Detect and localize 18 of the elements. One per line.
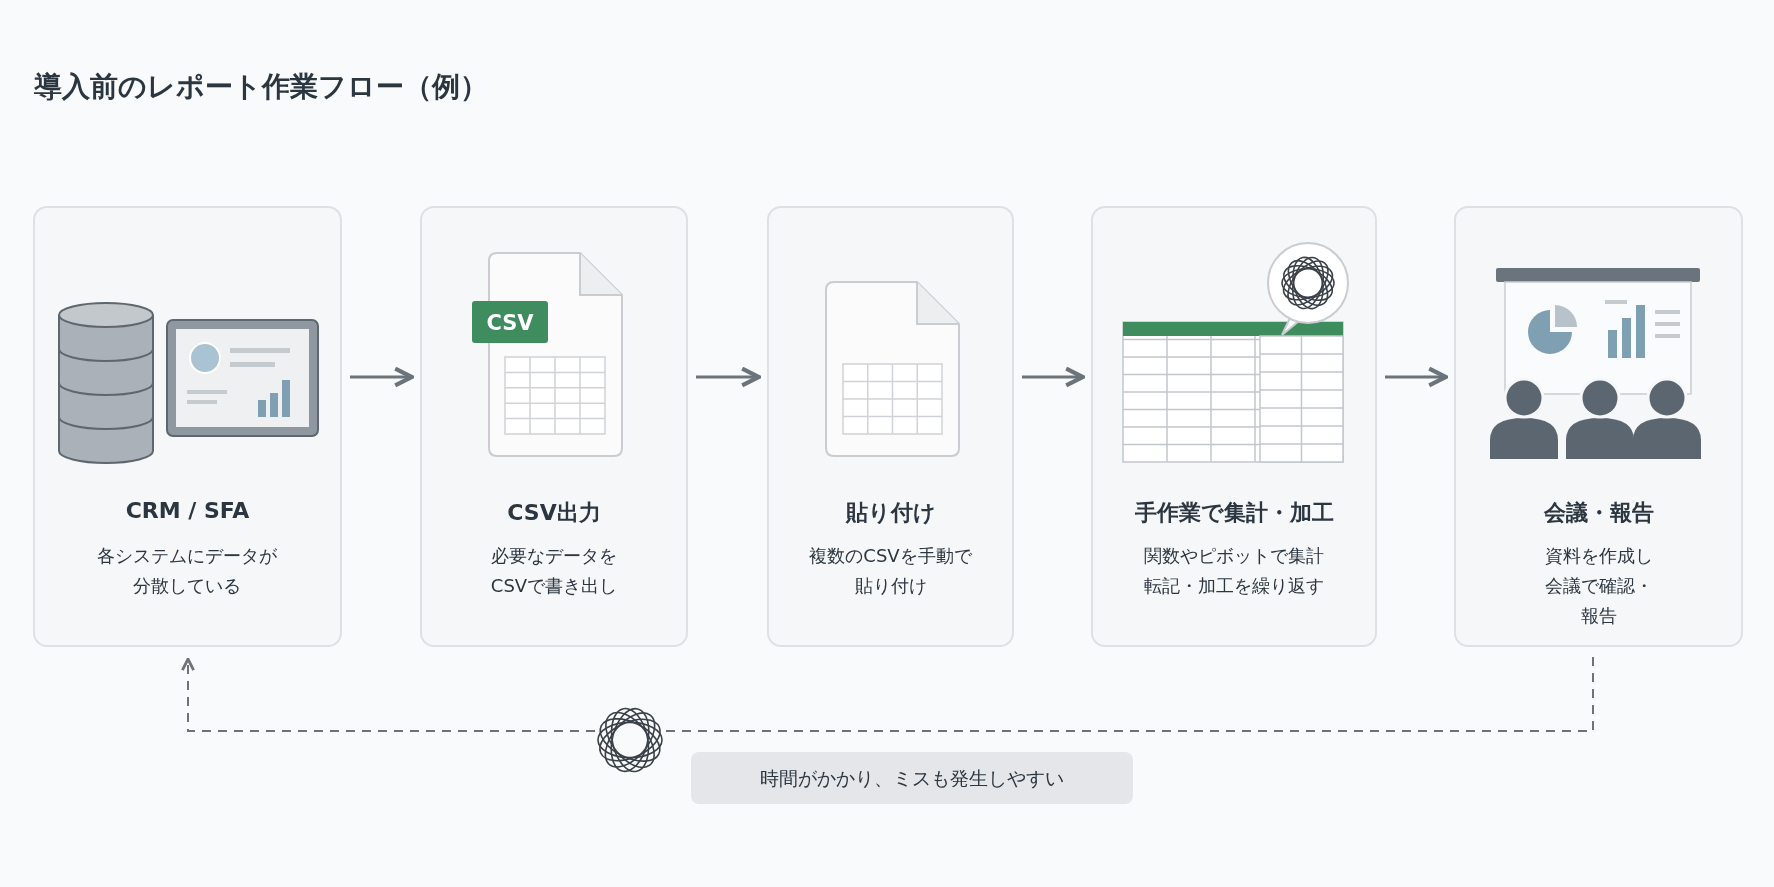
step-title: CRM / SFA — [125, 498, 250, 523]
arrow — [696, 366, 762, 388]
step-title: 手作業で集計・加工 — [1134, 499, 1334, 527]
title: 導入前のレポート作業フロー（例） — [34, 69, 488, 105]
file-label: CSV — [472, 301, 548, 343]
step-title: CSV出力 — [507, 499, 601, 527]
arrow — [1022, 366, 1086, 388]
note-pill: 時間がかかり、ミスも発生しやすい — [691, 752, 1133, 804]
step-title: 会議・報告 — [1543, 499, 1654, 527]
loop-arrow — [181, 656, 1594, 732]
step-description: 関数やピボットで集計転記・加工を繰り返す — [1143, 544, 1325, 598]
step-description: 各システムにデータが分散している — [96, 544, 279, 598]
arrow — [350, 366, 415, 388]
step-description: 複数のCSVを手動で貼り付け — [808, 544, 973, 598]
step-title: 貼り付け — [845, 499, 936, 527]
step-description: 必要なデータをCSVで書き出し — [489, 544, 619, 598]
arrow — [1385, 366, 1449, 388]
step-description: 資料を作成し会議で確認・報告 — [1543, 544, 1654, 628]
